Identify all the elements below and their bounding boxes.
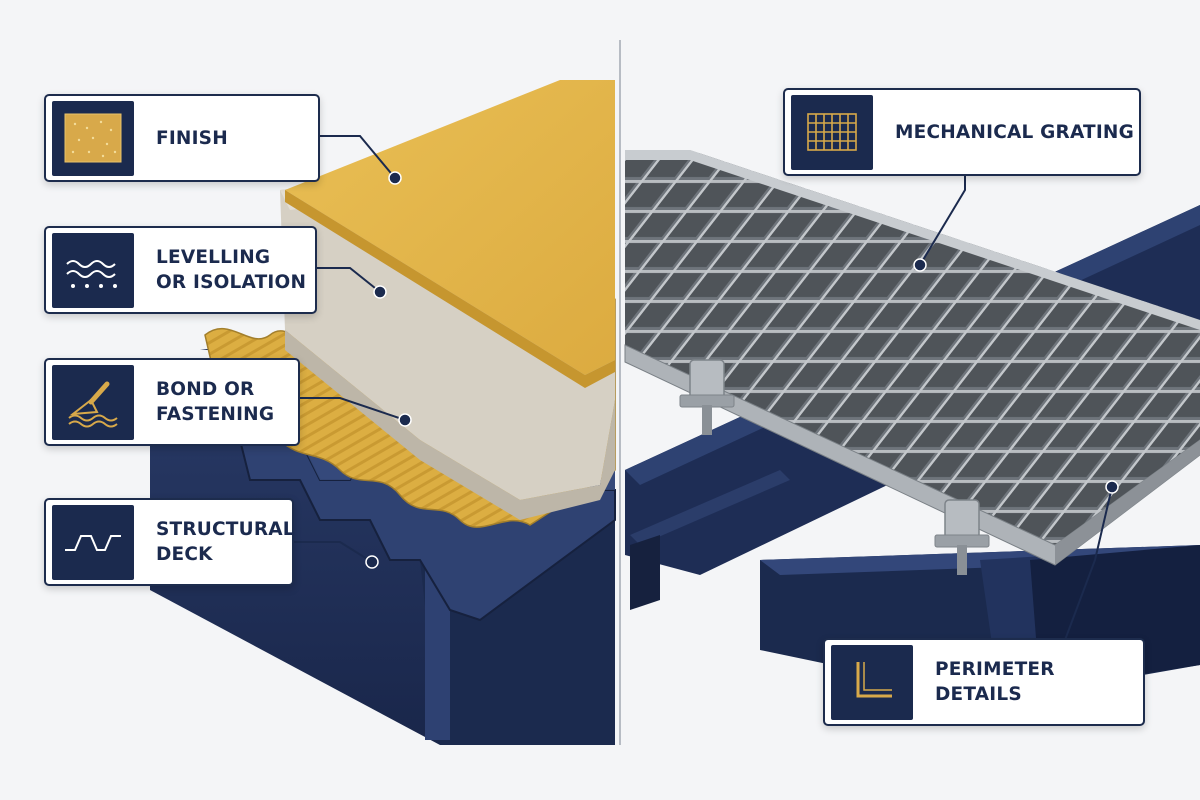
deck-profile-icon [52,504,134,580]
callout-bond-label: BOND OR FASTENING [156,379,275,425]
trowel-icon [52,364,134,440]
callout-perimeter-label: PERIMETER DETAILS [935,659,1055,705]
grating-clips [679,359,990,575]
angle-icon [831,644,913,720]
grid-icon [791,94,873,170]
callout-bond: BOND OR FASTENING [44,358,300,446]
leader-lines [294,135,1113,641]
callout-finish-label: FINISH [156,127,228,149]
callout-grating: MECHANICAL GRATING [783,88,1141,176]
leader-dots [365,171,1119,569]
waves-dots-icon [52,232,134,308]
mechanical-grating-shape [624,150,1200,566]
callout-levelling-label: LEVELLING OR ISOLATION [156,247,307,293]
callout-finish: FINISH [44,94,320,182]
callout-grating-label: MECHANICAL GRATING [895,121,1134,143]
callout-deck: STRUCTURAL DECK [44,498,295,586]
callout-perimeter: PERIMETER DETAILS [823,638,1145,726]
callout-deck-label: STRUCTURAL DECK [156,519,295,565]
finish-layer-shape [285,80,615,388]
textured-square-icon [52,100,134,176]
callout-levelling: LEVELLING OR ISOLATION [44,226,317,314]
